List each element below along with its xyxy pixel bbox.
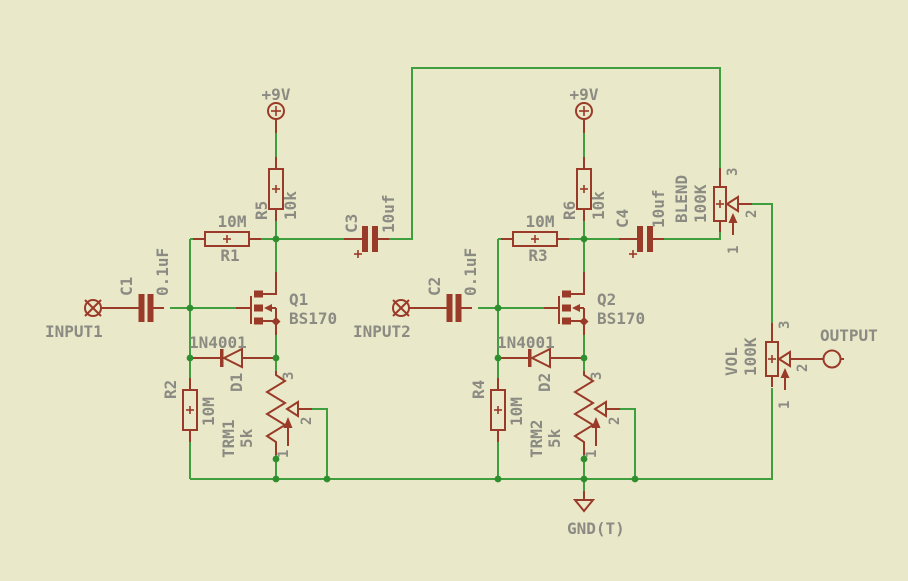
label-r5-value: 10k bbox=[281, 191, 300, 220]
label-trm2-pin2: 2 bbox=[607, 417, 623, 425]
label-vol-pin3: 3 bbox=[777, 321, 793, 329]
label-c3-value: 10uf bbox=[379, 194, 398, 233]
label-r2-value: 10M bbox=[199, 397, 218, 426]
connector-input2[interactable] bbox=[392, 299, 418, 317]
label-vol-pin2: 2 bbox=[795, 364, 811, 372]
label-c4-value: 10uf bbox=[649, 189, 668, 228]
label-c1-name: C1 bbox=[117, 277, 136, 296]
connector-input1[interactable] bbox=[84, 299, 110, 317]
pot-blend[interactable] bbox=[713, 167, 753, 236]
junction-dot bbox=[186, 304, 194, 312]
label-q1-name: Q1 bbox=[289, 290, 308, 309]
label-r6-value: 10k bbox=[589, 191, 608, 220]
label-trm1-value: 5k bbox=[237, 428, 256, 448]
label-r4-value: 10M bbox=[507, 397, 526, 426]
label-d1-name: D1 bbox=[227, 373, 246, 392]
label-d2-name: D2 bbox=[535, 373, 554, 392]
label-r3-name: R3 bbox=[528, 246, 547, 265]
mosfet-q2[interactable] bbox=[543, 271, 590, 336]
label-q2-value: BS170 bbox=[597, 309, 645, 328]
label-blend-pin2: 2 bbox=[744, 210, 760, 218]
label-vol-value: 100K bbox=[741, 337, 760, 376]
label-blend-pin3: 3 bbox=[725, 168, 741, 176]
label-q1-value: BS170 bbox=[289, 309, 337, 328]
label-r3-value: 10M bbox=[526, 212, 555, 231]
supply-9v-left[interactable] bbox=[267, 102, 285, 134]
label-c3-name: C3 bbox=[342, 214, 361, 233]
label-blend-value: 100K bbox=[691, 184, 710, 223]
label-c4-name: C4 bbox=[613, 209, 632, 228]
label-trm1-pin3: 3 bbox=[281, 372, 297, 380]
mosfet-q1[interactable] bbox=[235, 271, 282, 336]
label-c2-name: C2 bbox=[425, 277, 444, 296]
label-c2-value: 0.1uF bbox=[461, 248, 480, 296]
label-r1-value: 10M bbox=[218, 212, 247, 231]
label-d1-value: 1N4001 bbox=[189, 333, 247, 352]
capacitor-c1[interactable] bbox=[127, 293, 165, 323]
label-r4-name: R4 bbox=[469, 380, 488, 399]
label-d2-value: 1N4001 bbox=[497, 333, 555, 352]
junction-dot bbox=[272, 235, 280, 243]
junction-dot bbox=[580, 354, 588, 362]
capacitor-c4[interactable] bbox=[618, 225, 665, 259]
supply-9v-right[interactable] bbox=[575, 102, 593, 134]
label-trm2-name: TRM2 bbox=[527, 419, 546, 458]
label-blend-pin1: 1 bbox=[726, 246, 742, 254]
label-r6-name: R6 bbox=[560, 201, 579, 220]
label-gnd: GND(T) bbox=[567, 519, 625, 538]
capacitor-c2[interactable] bbox=[435, 293, 473, 323]
label-trm2-pin3: 3 bbox=[589, 372, 605, 380]
label-plus9v-right: +9V bbox=[570, 85, 599, 104]
label-trm1-name: TRM1 bbox=[219, 419, 238, 458]
junction-dot bbox=[494, 354, 502, 362]
resistor-r1[interactable] bbox=[192, 231, 262, 247]
junction-dot bbox=[580, 235, 588, 243]
label-r1-name: R1 bbox=[220, 246, 239, 265]
label-r5-name: R5 bbox=[252, 201, 271, 220]
label-blend-name: BLEND bbox=[672, 175, 691, 223]
junction-dot bbox=[580, 475, 588, 483]
resistor-r4[interactable] bbox=[490, 377, 506, 443]
connector-output[interactable] bbox=[819, 349, 845, 369]
label-input2: INPUT2 bbox=[353, 322, 411, 341]
junction-dot bbox=[323, 475, 331, 483]
label-plus9v-left: +9V bbox=[262, 85, 291, 104]
label-trm2-value: 5k bbox=[545, 428, 564, 448]
trimmer-trm2[interactable] bbox=[574, 370, 621, 456]
junction-dot bbox=[494, 304, 502, 312]
junction-dot bbox=[494, 475, 502, 483]
gnd-symbol[interactable] bbox=[574, 490, 594, 512]
label-trm1-pin2: 2 bbox=[299, 417, 315, 425]
junction-dot bbox=[272, 354, 280, 362]
label-trm2-pin1: 1 bbox=[584, 450, 600, 458]
net-output-section[interactable] bbox=[190, 203, 773, 492]
label-trm1-pin1: 1 bbox=[276, 450, 292, 458]
resistor-r2[interactable] bbox=[182, 377, 198, 443]
label-vol-pin1: 1 bbox=[777, 401, 793, 409]
net-top-rail[interactable] bbox=[386, 67, 721, 240]
label-r2-name: R2 bbox=[161, 380, 180, 399]
label-input1: INPUT1 bbox=[45, 322, 103, 341]
junction-dot bbox=[186, 354, 194, 362]
junction-dot bbox=[272, 475, 280, 483]
resistor-r3[interactable] bbox=[500, 231, 570, 247]
label-vol-name: VOL bbox=[722, 347, 741, 376]
pot-vol[interactable] bbox=[765, 322, 805, 391]
label-q2-name: Q2 bbox=[597, 290, 616, 309]
label-output: OUTPUT bbox=[820, 326, 878, 345]
trimmer-trm1[interactable] bbox=[266, 370, 313, 456]
junction-dot bbox=[631, 475, 639, 483]
label-c1-value: 0.1uF bbox=[153, 248, 172, 296]
